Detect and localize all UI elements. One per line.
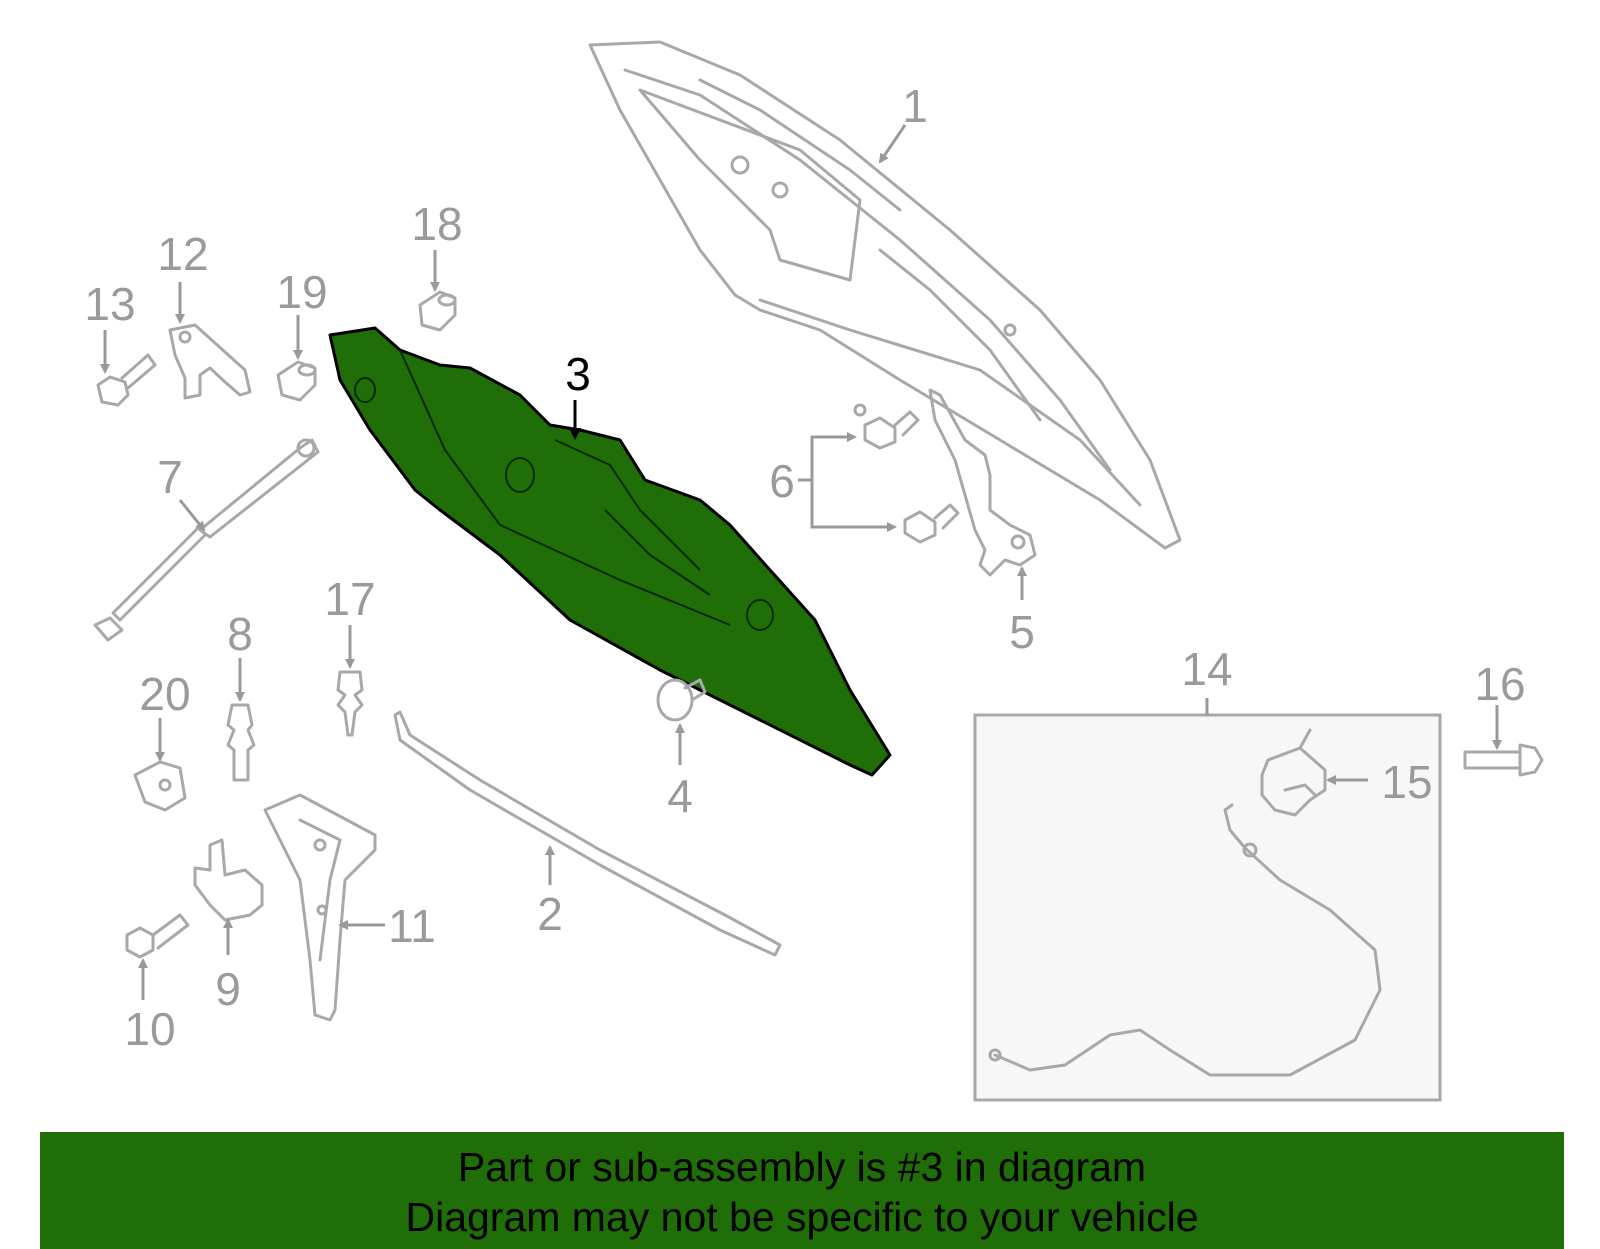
hood-bumper-19[interactable] <box>276 360 317 402</box>
push-retainer[interactable] <box>336 670 364 737</box>
callout-14: 14 <box>1181 643 1232 695</box>
hood-latch[interactable] <box>1260 728 1327 817</box>
callout-2: 2 <box>537 888 563 940</box>
callout-20: 20 <box>139 668 190 720</box>
banner-line-part: Part or sub-assembly is #3 in diagram <box>457 1144 1147 1190</box>
bumper-stop[interactable] <box>656 678 707 722</box>
hood-release-cable[interactable] <box>988 803 1382 1077</box>
callout-6: 6 <box>769 455 795 507</box>
callout-3: 3 <box>565 348 591 400</box>
callout-19: 19 <box>276 266 327 318</box>
callout-1: 1 <box>902 80 928 132</box>
callout-18: 18 <box>411 198 462 250</box>
callout-13: 13 <box>84 278 135 330</box>
callout-9: 9 <box>215 963 241 1015</box>
striker-bolt[interactable] <box>96 353 157 407</box>
callout-7: 7 <box>157 451 183 503</box>
callout-15: 15 <box>1381 756 1432 808</box>
callout-17: 17 <box>324 573 375 625</box>
latch-bolt[interactable] <box>1463 743 1544 777</box>
banner-line-disclaimer: Diagram may not be specific to your vehi… <box>405 1194 1199 1240</box>
bracket-bolt[interactable] <box>125 913 190 959</box>
hood-panel[interactable] <box>588 40 1182 550</box>
callout-8: 8 <box>227 608 253 660</box>
prop-rod-pin[interactable] <box>226 703 256 782</box>
lift-support-strut[interactable] <box>93 438 320 642</box>
callout-12: 12 <box>157 228 208 280</box>
hood-striker[interactable] <box>168 323 252 400</box>
callout-11: 11 <box>388 900 436 952</box>
callout-10: 10 <box>124 1003 175 1055</box>
latch-bracket[interactable] <box>193 838 264 922</box>
latch-support-bracket[interactable] <box>263 793 377 1022</box>
cable-clip[interactable] <box>133 760 187 812</box>
hood-seal[interactable] <box>393 710 782 957</box>
callout-4: 4 <box>667 770 693 822</box>
info-banner: Part or sub-assembly is #3 in diagram Di… <box>40 1132 1564 1249</box>
release-cable-kit-box <box>973 713 1442 1102</box>
hinge-bolts[interactable] <box>863 410 960 544</box>
callout-5: 5 <box>1009 606 1035 658</box>
hood-bumper-18[interactable] <box>418 290 457 332</box>
hood-hinge[interactable] <box>928 388 1037 577</box>
hood-insulator-highlighted[interactable] <box>328 326 892 777</box>
callout-16: 16 <box>1474 658 1525 710</box>
